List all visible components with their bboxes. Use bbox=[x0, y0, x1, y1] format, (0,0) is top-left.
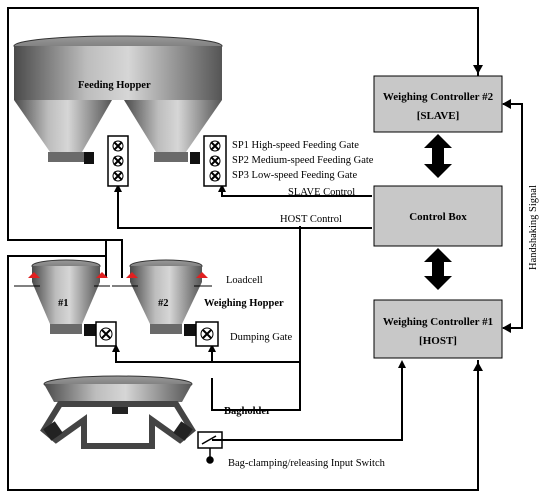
slave-control-label: SLAVE Control bbox=[288, 187, 355, 198]
weighing-hopper-2 bbox=[112, 259, 212, 336]
controller2-subtitle: [SLAVE] bbox=[417, 110, 460, 122]
hopper-1-label: #1 bbox=[58, 298, 69, 309]
controller1-subtitle: [HOST] bbox=[419, 335, 457, 347]
controller2-title: Weighing Controller #2 bbox=[383, 91, 494, 103]
host-control-label: HOST Control bbox=[280, 214, 342, 225]
box-link-arrows bbox=[424, 134, 452, 290]
sp3-label: SP3 Low-speed Feeding Gate bbox=[232, 170, 357, 181]
feeding-gate-right bbox=[203, 135, 227, 187]
sp2-label: SP2 Medium-speed Feeding Gate bbox=[232, 155, 374, 166]
wiring bbox=[7, 7, 523, 491]
bagholder-label: Bagholder bbox=[224, 406, 271, 417]
handshaking-label: Handshaking Signal bbox=[528, 185, 539, 270]
dumping-gate-label: Dumping Gate bbox=[230, 332, 292, 343]
dumping-gate-2 bbox=[195, 321, 219, 347]
weighing-controller-1-box: Weighing Controller #1 [HOST] bbox=[373, 299, 503, 359]
feeding-hopper bbox=[13, 35, 223, 164]
loadcell-label: Loadcell bbox=[226, 275, 263, 286]
control-box: Control Box bbox=[373, 185, 503, 247]
input-switch-label: Bag-clamping/releasing Input Switch bbox=[228, 458, 386, 469]
hopper-2-label: #2 bbox=[158, 298, 169, 309]
feeding-gate-left bbox=[107, 135, 129, 187]
dumping-gate-1 bbox=[95, 321, 117, 347]
handshake-arrows bbox=[473, 65, 511, 371]
bagholder bbox=[40, 375, 196, 449]
weighing-hopper-label: Weighing Hopper bbox=[204, 298, 284, 309]
input-switch-icon bbox=[197, 431, 223, 464]
sp1-label: SP1 High-speed Feeding Gate bbox=[232, 140, 359, 151]
weighing-controller-2-box: Weighing Controller #2 [SLAVE] bbox=[373, 75, 503, 133]
weighing-hopper-1 bbox=[14, 259, 110, 336]
control-box-title: Control Box bbox=[409, 211, 467, 223]
feeding-hopper-label: Feeding Hopper bbox=[78, 80, 151, 91]
controller1-title: Weighing Controller #1 bbox=[383, 316, 493, 328]
